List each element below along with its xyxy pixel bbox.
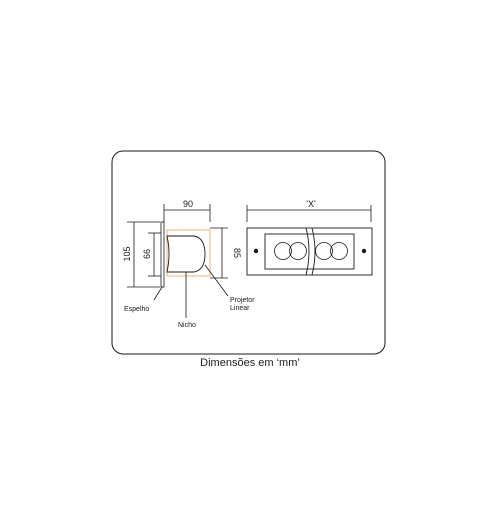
- label-nicho: Nicho: [178, 322, 196, 329]
- diagram-caption: Dimensões em ‘mm’: [200, 357, 300, 369]
- dim-90-label: 90: [183, 199, 193, 209]
- lens-circle: [315, 242, 333, 260]
- side-view: [127, 204, 229, 318]
- label-linear: Linear: [230, 305, 250, 312]
- dim-105-label: 105: [122, 246, 132, 261]
- front-plate-inner: [264, 233, 355, 270]
- label-projetor: Projetor: [230, 297, 255, 304]
- lens-circle: [274, 242, 292, 260]
- projetor-box: [166, 229, 211, 277]
- screw-dot-right: [361, 248, 367, 254]
- front-view: [246, 205, 373, 276]
- dim-66-label: 66: [142, 249, 152, 259]
- label-espelho: Espelho: [124, 306, 149, 313]
- diagram-frame: [111, 150, 386, 355]
- dim-85-label: 85: [232, 248, 242, 258]
- screw-dot-left: [253, 248, 259, 254]
- lens-circle: [289, 242, 307, 260]
- front-plate-outer: [246, 227, 373, 276]
- dim-x-label: 'X': [306, 199, 316, 209]
- nicho-body: [166, 235, 206, 273]
- lens-circle: [330, 242, 348, 260]
